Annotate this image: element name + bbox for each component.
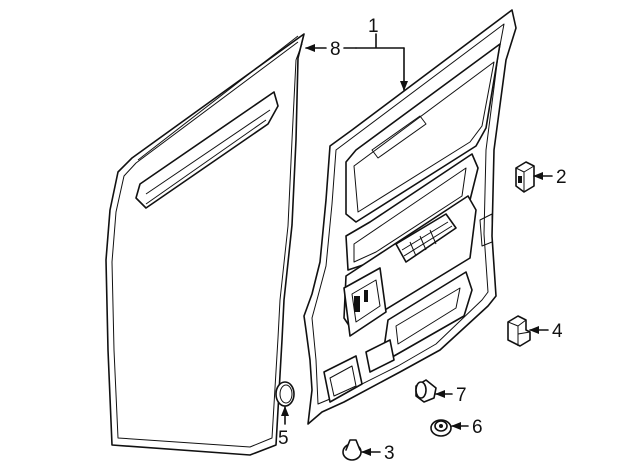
part-3-plug bbox=[342, 439, 362, 461]
callout-leaders bbox=[281, 33, 553, 456]
callout-2: 2 bbox=[556, 167, 567, 188]
callout-6: 6 bbox=[472, 417, 483, 438]
part-4-stopper bbox=[507, 315, 531, 347]
door-inner-frame bbox=[303, 9, 517, 425]
callout-7: 7 bbox=[456, 385, 467, 406]
callout-5: 5 bbox=[278, 428, 289, 449]
part-6-plug bbox=[430, 419, 452, 437]
callout-labels: 1 2 3 4 5 6 7 8 bbox=[278, 16, 567, 464]
callout-1: 1 bbox=[368, 16, 379, 37]
part-2-clip bbox=[515, 161, 535, 193]
callout-3: 3 bbox=[384, 443, 395, 464]
part-5-plug bbox=[275, 381, 295, 407]
door-outer-panel bbox=[105, 33, 305, 456]
part-7-grommet bbox=[415, 379, 437, 403]
callout-8: 8 bbox=[330, 39, 341, 60]
callout-4: 4 bbox=[552, 321, 563, 342]
